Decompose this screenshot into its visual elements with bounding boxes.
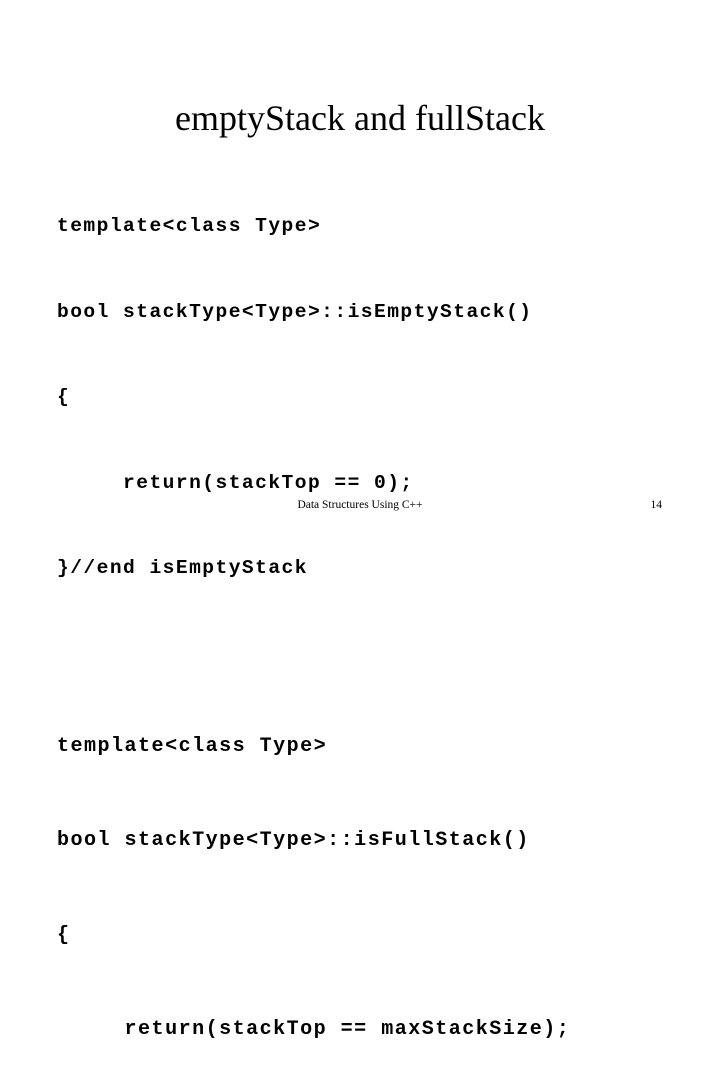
footer-book-title: Data Structures Using C++ (0, 498, 720, 512)
code-block-is-empty-stack: template<class Type> bool stackType<Type… (57, 155, 677, 640)
code-line: bool stackType<Type>::isEmptyStack() (57, 298, 677, 327)
code-listing: template<class Type> bool stackType<Type… (57, 155, 677, 1080)
code-line: return(stackTop == 0); (57, 469, 677, 498)
code-block-is-full-stack: template<class Type> bool stackType<Type… (57, 668, 677, 1080)
code-line: template<class Type> (57, 212, 677, 241)
code-line: }//end isEmptyStack (57, 554, 677, 583)
code-line: bool stackType<Type>::isFullStack() (57, 825, 677, 857)
code-block-separator (57, 640, 677, 668)
page-title: emptyStack and fullStack (0, 96, 720, 140)
code-line: { (57, 383, 677, 412)
slide-footer: Data Structures Using C++ 14 (0, 498, 720, 540)
code-line: return(stackTop == maxStackSize); (57, 1014, 677, 1046)
code-line: template<class Type> (57, 731, 677, 763)
code-line: { (57, 920, 677, 952)
slide-canvas: emptyStack and fullStack template<class … (0, 0, 720, 540)
footer-page-number: 14 (651, 498, 663, 512)
